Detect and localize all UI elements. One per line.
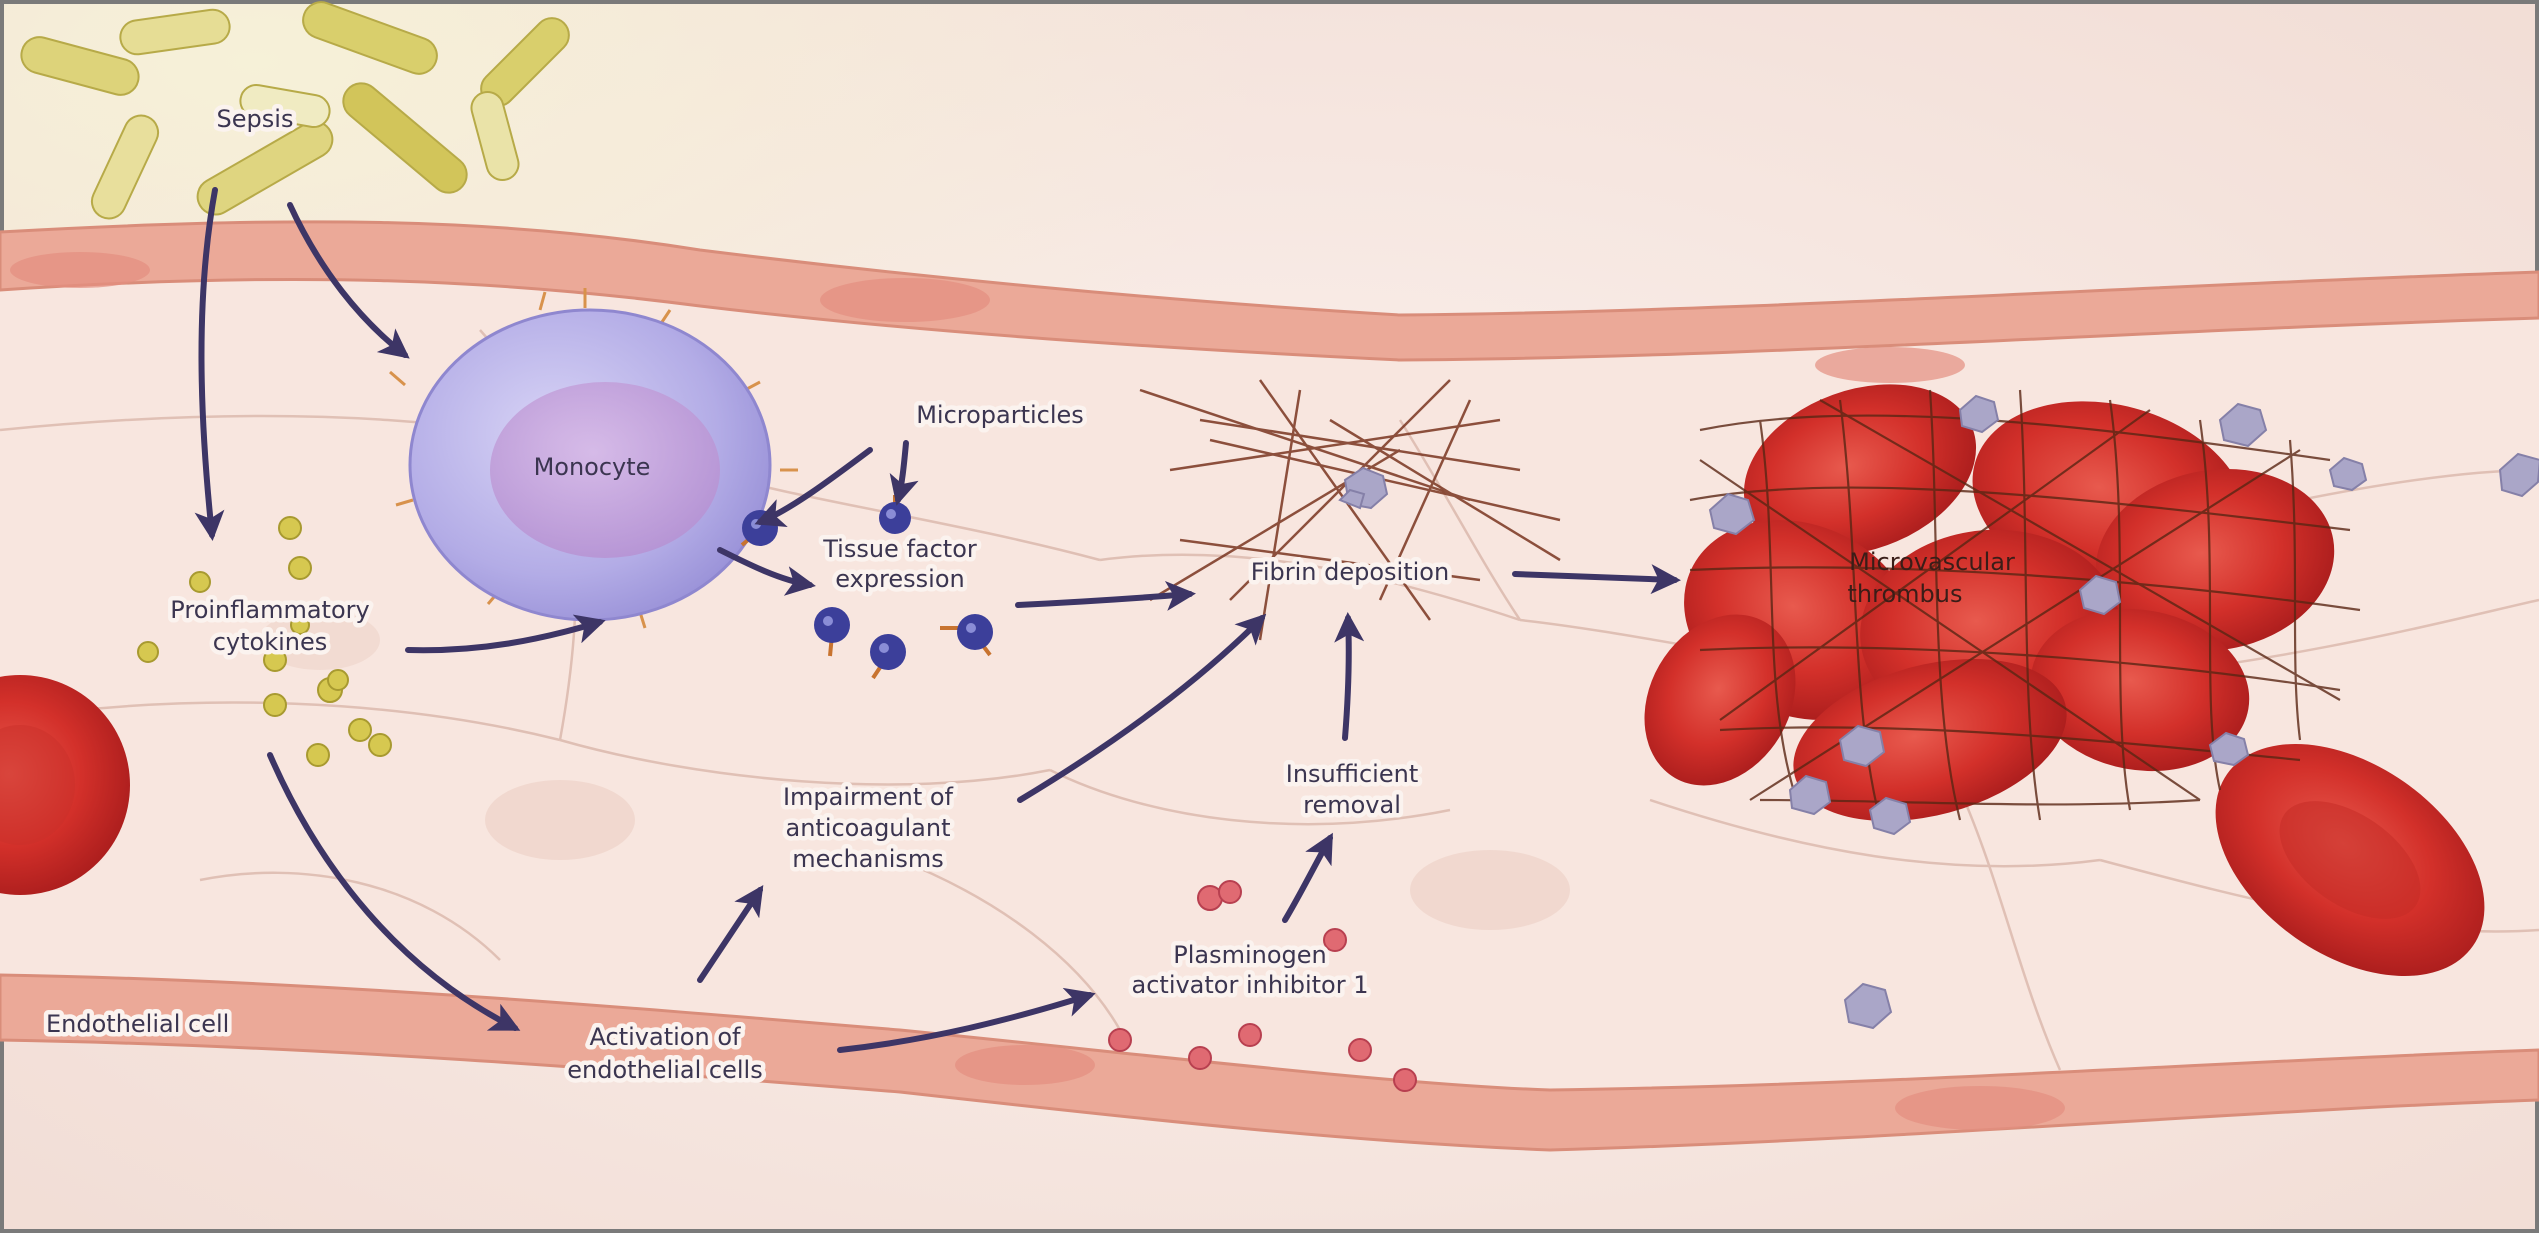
label-insufficient-removal-line1: Insufficient xyxy=(1286,760,1418,788)
label-tissue-factor-line2: expression xyxy=(835,565,964,593)
label-pai1-line2: activator inhibitor 1 xyxy=(1132,971,1369,999)
label-microvascular-thrombus-line2: thrombus xyxy=(1848,580,1963,608)
label-pai1-line1: Plasminogen xyxy=(1173,941,1327,969)
endothelial-nucleus xyxy=(1895,1086,2065,1130)
label-microparticles: Microparticles xyxy=(916,401,1084,429)
endothelial-nucleus xyxy=(10,252,150,288)
label-proinflammatory-line2: cytokines xyxy=(213,628,328,656)
label-tissue-factor-line1: Tissue factor xyxy=(822,535,977,563)
label-fibrin-deposition: Fibrin deposition xyxy=(1251,558,1449,586)
label-microvascular-thrombus-line1: Microvascular xyxy=(1849,548,2015,576)
label-endothelial-cell: Endothelial cell xyxy=(46,1010,229,1038)
label-impairment-line3: mechanisms xyxy=(792,845,944,873)
label-insufficient-removal-line2: removal xyxy=(1303,791,1401,819)
endothelial-nucleus xyxy=(1815,347,1965,383)
label-sepsis: Sepsis xyxy=(217,105,294,133)
label-activation-line2: endothelial cells xyxy=(567,1056,762,1084)
label-impairment-line2: anticoagulant xyxy=(785,814,950,842)
label-activation-line1: Activation of xyxy=(590,1023,741,1051)
endothelial-nucleus xyxy=(820,278,990,322)
label-proinflammatory-line1: Proinflammatory xyxy=(170,596,369,624)
endothelial-nucleus xyxy=(955,1045,1095,1085)
label-monocyte: Monocyte xyxy=(534,453,651,481)
label-impairment-line1: Impairment of xyxy=(783,783,954,811)
